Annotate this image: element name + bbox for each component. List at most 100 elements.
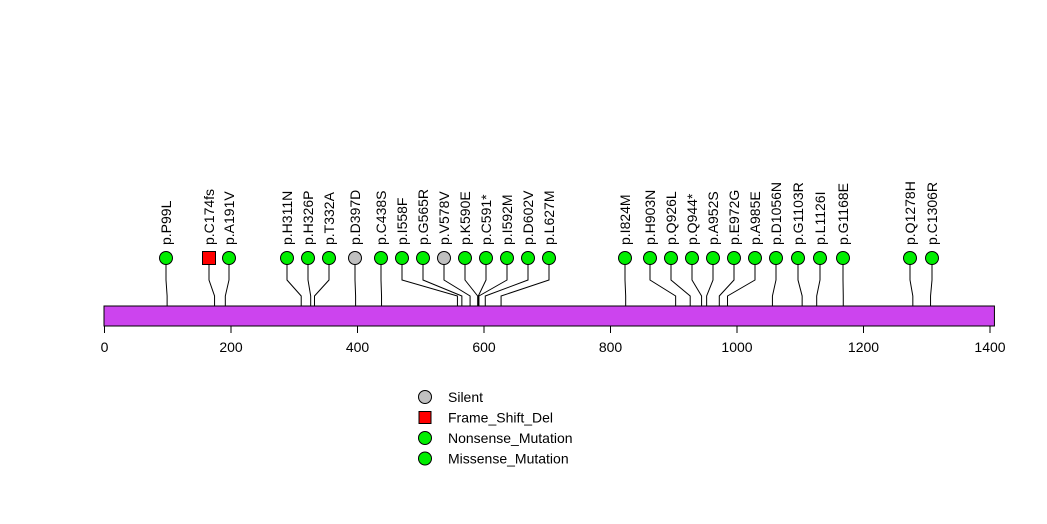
x-tick-label: 1000 — [721, 339, 752, 355]
mutation-label: p.D602V — [520, 190, 536, 245]
mutation-label: p.Q944* — [684, 193, 700, 245]
mutation-head-circle — [727, 251, 741, 265]
mutation-head-circle — [542, 251, 556, 265]
mutation-label: p.Q926L — [663, 191, 679, 245]
mutation-label: p.G1103R — [790, 182, 806, 245]
mutation-stem — [286, 258, 302, 306]
legend-circle-icon — [418, 451, 432, 466]
mutation-label: p.K590E — [457, 191, 473, 245]
mutation-label: p.C438S — [373, 191, 389, 245]
mutation-head-circle — [643, 251, 657, 265]
x-tick-label: 1400 — [974, 339, 1005, 355]
mutation-head-circle — [791, 251, 805, 265]
mutation-label: p.H311N — [279, 191, 295, 245]
mutation-stem — [500, 258, 550, 306]
legend-label: Frame_Shift_Del — [448, 410, 553, 426]
mutation-label: p.P99L — [158, 200, 174, 245]
mutation-label: p.A985E — [747, 191, 763, 245]
mutation-head-circle — [500, 251, 514, 265]
x-tick-label: 800 — [599, 339, 623, 355]
mutation-label: p.A952S — [705, 191, 721, 245]
mutation-stem — [691, 258, 703, 306]
mutation-head-circle — [521, 251, 535, 265]
mutation-head-circle — [813, 251, 827, 265]
mutation-head-circle — [280, 251, 294, 265]
mutation-label: p.I558F — [394, 198, 410, 245]
mutation-label: p.I824M — [617, 194, 633, 245]
mutation-stem — [165, 258, 168, 306]
mutation-head-circle — [301, 251, 315, 265]
legend-label: Nonsense_Mutation — [448, 430, 573, 446]
mutation-label: p.E972G — [726, 190, 742, 245]
mutation-stem — [727, 258, 756, 306]
mutation-head-circle — [374, 251, 388, 265]
mutation-head-circle — [416, 251, 430, 265]
mutation-label: p.D1056N — [768, 182, 784, 245]
x-tick-label: 400 — [346, 339, 370, 355]
mutation-label: p.L627M — [541, 191, 557, 245]
mutation-head-circle — [769, 251, 783, 265]
mutation-head-circle — [348, 251, 362, 265]
mutation-head-circle — [903, 251, 917, 265]
mutation-head-circle — [458, 251, 472, 265]
legend: SilentFrame_Shift_DelNonsense_MutationMi… — [418, 389, 573, 467]
mutation-label: p.L1126I — [812, 192, 828, 245]
mutation-stem — [706, 258, 714, 306]
mutation-head-circle — [437, 251, 451, 265]
mutation-stem — [909, 258, 914, 306]
mutation-stem — [797, 258, 803, 306]
mutation-stem — [930, 258, 933, 306]
mutation-label: p.G565R — [415, 189, 431, 245]
mutation-head-circle — [395, 251, 409, 265]
mutation-stem — [484, 258, 529, 306]
mutation-head-circle — [222, 251, 236, 265]
mutation-label: p.H903N — [642, 190, 658, 245]
mutation-head-circle — [322, 251, 336, 265]
mutation-label: p.V578V — [436, 191, 452, 245]
mutation-stem — [208, 258, 216, 306]
mutation-label: p.I592M — [499, 194, 515, 245]
mutation-stem — [670, 258, 691, 306]
legend-square-icon — [418, 411, 432, 424]
mutation-stem — [478, 258, 508, 306]
protein-bar — [103, 305, 995, 327]
mutation-label: p.D397D — [347, 190, 363, 245]
mutation-label: p.T332A — [321, 191, 337, 245]
mutation-head-circle — [925, 251, 939, 265]
legend-circle-icon — [418, 431, 432, 445]
mutation-head-square — [202, 251, 216, 265]
mutation-heads — [159, 251, 939, 265]
mutation-head-circle — [706, 251, 720, 265]
mutation-stem — [649, 258, 677, 306]
x-tick-label: 1200 — [848, 339, 879, 355]
x-tick-label: 200 — [219, 339, 243, 355]
legend-label: Silent — [448, 389, 483, 405]
mutation-stem — [816, 258, 821, 306]
mutation-stem — [313, 258, 330, 306]
legend-circle-icon — [418, 390, 432, 404]
mutation-head-circle — [748, 251, 762, 265]
mutation-head-circle — [664, 251, 678, 265]
mutation-stem — [224, 258, 230, 306]
mutation-stem — [380, 258, 383, 306]
mutation-head-circle — [685, 251, 699, 265]
mutation-label: p.A191V — [221, 191, 237, 245]
mutation-stem — [771, 258, 777, 306]
mutation-stem — [718, 258, 735, 306]
legend-label: Missense_Mutation — [448, 451, 569, 467]
x-tick-label: 0 — [101, 339, 109, 355]
mutation-stem — [401, 258, 458, 306]
mutation-head-circle — [618, 251, 632, 265]
mutation-stem — [477, 258, 487, 306]
mutation-label: p.Q1278H — [902, 181, 918, 245]
mutation-stem — [422, 258, 463, 306]
mutation-stem — [354, 258, 357, 306]
mutation-head-circle — [479, 251, 493, 265]
mutation-stem — [443, 258, 471, 306]
mutation-stem — [307, 258, 312, 306]
mutation-stem — [624, 258, 627, 306]
mutation-head-circle — [836, 251, 850, 265]
